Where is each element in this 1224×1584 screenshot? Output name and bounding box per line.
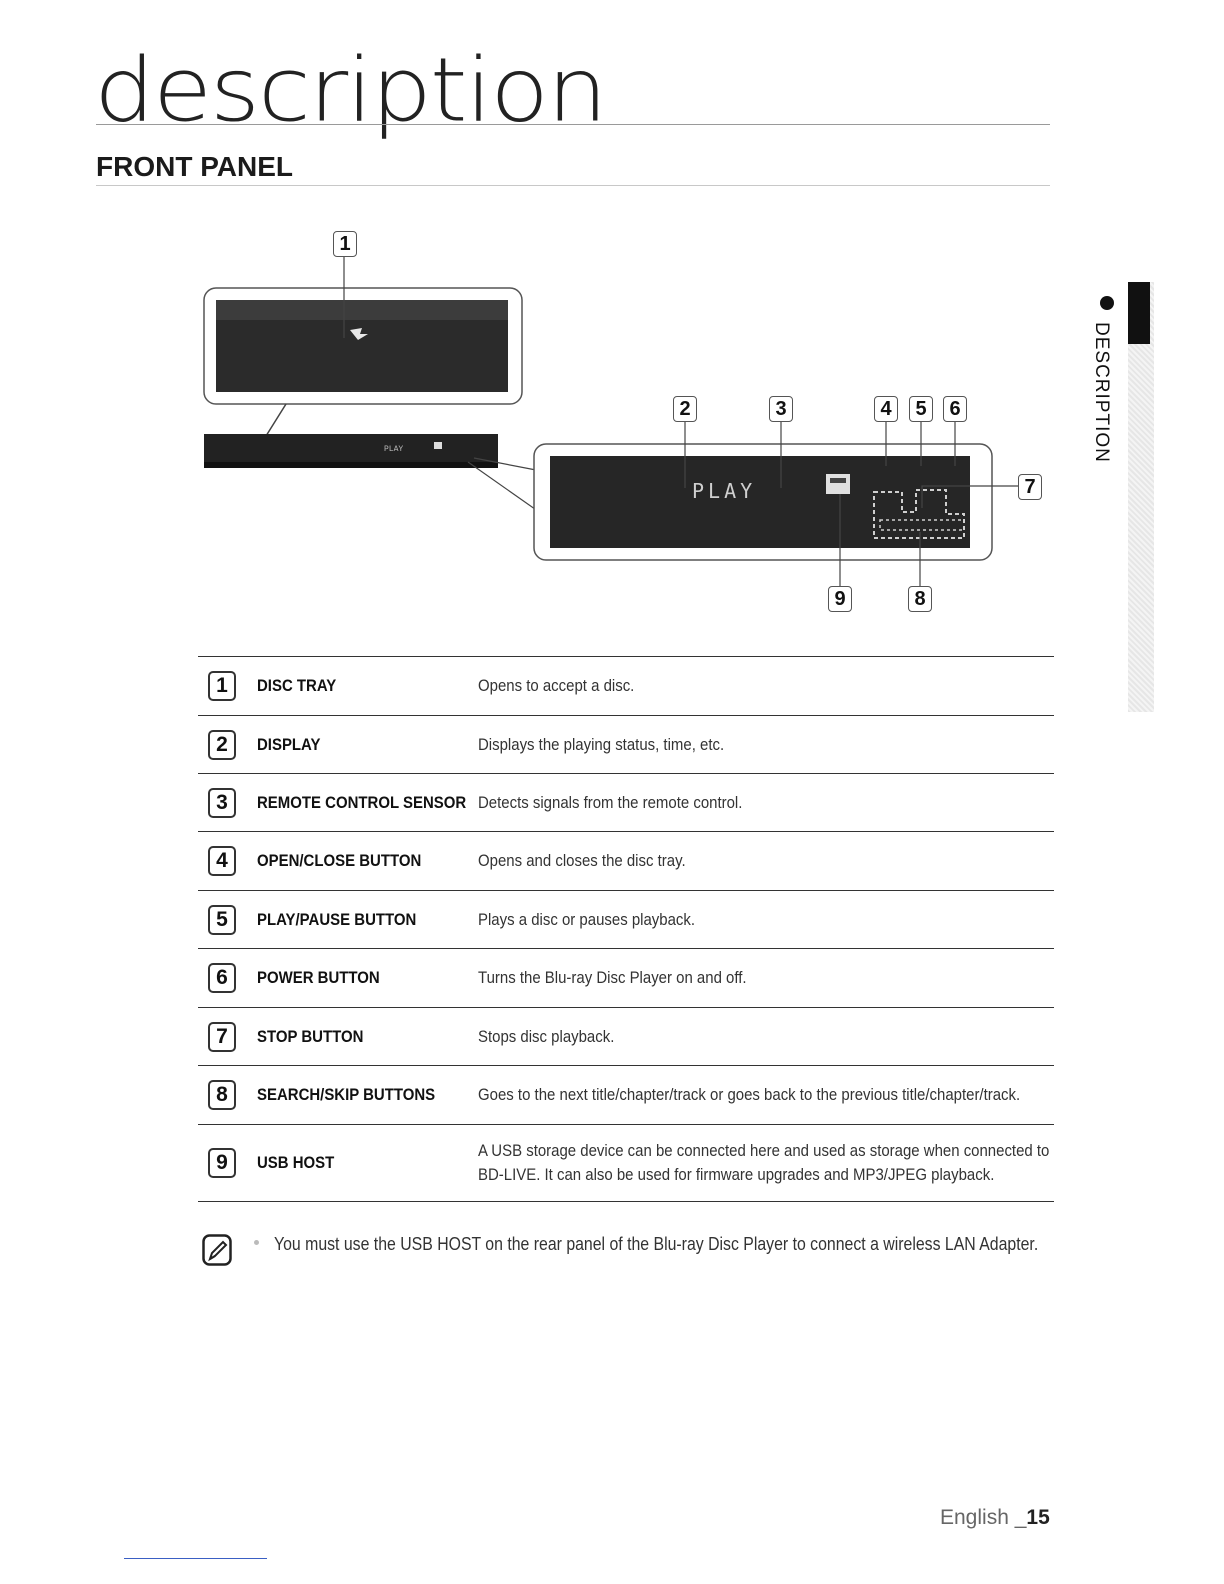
- row-number-badge: 3: [208, 787, 236, 818]
- row-number-badge: 7: [208, 1021, 236, 1052]
- page-footer: English _15: [940, 1506, 1050, 1530]
- row-number-badge: 2: [208, 729, 236, 760]
- callout-2: 2: [673, 396, 697, 422]
- row-number-badge: 6: [208, 963, 236, 993]
- row-description: A USB storage device can be connected he…: [478, 1141, 1050, 1184]
- usb-host-port: [826, 474, 850, 494]
- section-rule: [96, 185, 1050, 186]
- panel-buttons-outline: [873, 489, 965, 539]
- display-leader-line-2: [473, 457, 537, 471]
- side-tab-shading: [1128, 282, 1154, 712]
- note-icon: [202, 1234, 232, 1266]
- note-bullet: [254, 1240, 259, 1245]
- row-name: SEARCH/SKIP BUTTONS: [257, 1085, 436, 1104]
- table-row: 7 STOP BUTTON Stops disc playback.: [198, 1007, 1054, 1065]
- row-number-badge: 5: [208, 904, 236, 935]
- table-row: 9 USB HOST A USB storage device can be c…: [198, 1124, 1054, 1202]
- callout-3: 3: [769, 396, 793, 422]
- tray-leader-line: [265, 403, 287, 437]
- note: You must use the USB HOST on the rear pa…: [202, 1232, 1062, 1272]
- row-description: Goes to the next title/chapter/track or …: [478, 1085, 1021, 1104]
- callout-9: 9: [828, 586, 852, 612]
- side-tab-bar: [1128, 282, 1150, 344]
- player-body: [204, 434, 498, 466]
- row-number-badge: 1: [208, 671, 236, 701]
- tray-zoom-slot: [216, 300, 508, 320]
- table-row: 8 SEARCH/SKIP BUTTONS Goes to the next t…: [198, 1065, 1054, 1124]
- side-tab-bullet: [1100, 296, 1114, 310]
- footer-separator: _: [1008, 1506, 1027, 1529]
- side-tab: DESCRIPTION: [1091, 282, 1154, 712]
- callout-8: 8: [908, 586, 932, 612]
- table-row: 5 PLAY/PAUSE BUTTON Plays a disc or paus…: [198, 890, 1054, 948]
- bottom-accent-line: [124, 1558, 267, 1559]
- row-description: Opens to accept a disc.: [478, 676, 635, 695]
- row-name: DISPLAY: [257, 734, 321, 754]
- table-row: 6 POWER BUTTON Turns the Blu-ray Disc Pl…: [198, 948, 1054, 1007]
- player-display-text: PLAY: [384, 445, 403, 454]
- page-number: 15: [1026, 1506, 1050, 1529]
- footer-language: English: [940, 1506, 1009, 1529]
- callout-7: 7: [1018, 474, 1042, 500]
- row-name: POWER BUTTON: [257, 968, 380, 987]
- row-name: STOP BUTTON: [257, 1026, 364, 1046]
- row-description: Detects signals from the remote control.: [478, 792, 743, 812]
- player-usb-port: [434, 442, 442, 449]
- table-row: 1 DISC TRAY Opens to accept a disc.: [198, 656, 1054, 715]
- row-name: REMOTE CONTROL SENSOR: [257, 792, 467, 812]
- callout-6: 6: [943, 396, 967, 422]
- callout-1: 1: [333, 231, 357, 257]
- callout-5: 5: [909, 396, 933, 422]
- row-name: OPEN/CLOSE BUTTON: [257, 851, 422, 870]
- row-name: PLAY/PAUSE BUTTON: [257, 909, 417, 929]
- front-panel-table: 1 DISC TRAY Opens to accept a disc. 2 DI…: [198, 656, 1054, 1202]
- row-description: Opens and closes the disc tray.: [478, 851, 686, 870]
- row-number-badge: 9: [208, 1148, 236, 1178]
- usb-icon: [830, 478, 846, 483]
- callout-4: 4: [874, 396, 898, 422]
- row-name: USB HOST: [257, 1153, 335, 1172]
- row-number-badge: 4: [208, 846, 236, 876]
- section-heading: FRONT PANEL: [96, 151, 294, 182]
- display-leader-line-1: [467, 461, 543, 515]
- front-panel-figure: PLAY PLAY 1 2 3 4 5 6 7 8 9: [0, 0, 1224, 640]
- bluray-logo-icon: [350, 328, 368, 340]
- note-text: You must use the USB HOST on the rear pa…: [274, 1234, 1039, 1254]
- row-description: Stops disc playback.: [478, 1026, 615, 1046]
- row-description: Displays the playing status, time, etc.: [478, 734, 725, 754]
- callout-7-line: [921, 485, 1018, 508]
- search-skip-buttons: [879, 519, 965, 531]
- row-number-badge: 8: [208, 1080, 236, 1110]
- row-description: Plays a disc or pauses playback.: [478, 909, 696, 929]
- title-rule: [96, 124, 1050, 125]
- table-row: 4 OPEN/CLOSE BUTTON Opens and closes the…: [198, 831, 1054, 890]
- table-row: 3 REMOTE CONTROL SENSOR Detects signals …: [198, 773, 1054, 831]
- table-row: 2 DISPLAY Displays the playing status, t…: [198, 715, 1054, 773]
- page-title: description: [94, 38, 608, 142]
- front-panel-illustration: PLAY PLAY: [203, 256, 1018, 586]
- display-play-text: PLAY: [692, 479, 756, 503]
- row-name: DISC TRAY: [257, 676, 337, 695]
- row-description: Turns the Blu-ray Disc Player on and off…: [478, 968, 747, 987]
- player-base: [204, 462, 498, 468]
- display-zoom-face: [550, 456, 970, 548]
